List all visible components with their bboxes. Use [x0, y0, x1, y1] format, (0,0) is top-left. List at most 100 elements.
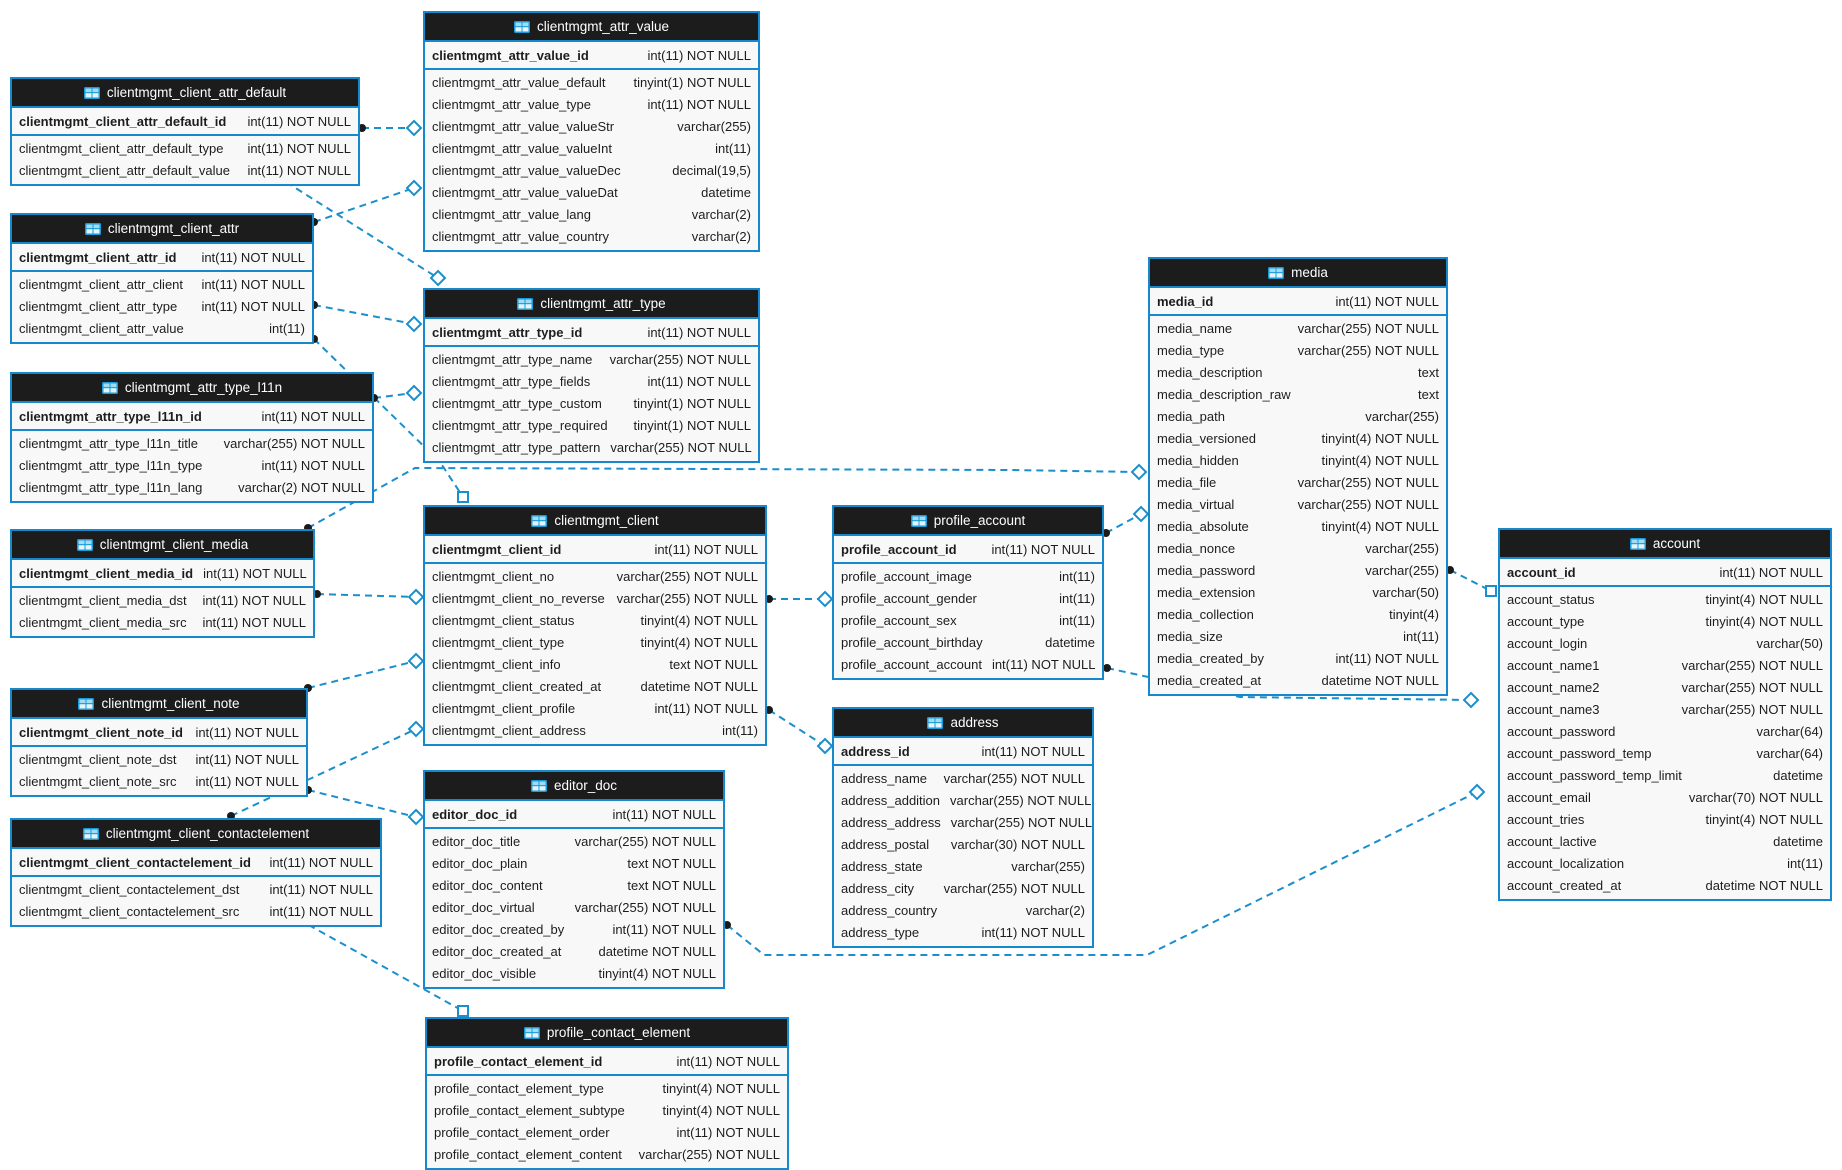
- table-header[interactable]: editor_doc: [425, 772, 723, 799]
- table-header[interactable]: clientmgmt_client_media: [12, 531, 313, 558]
- table-header[interactable]: clientmgmt_attr_type_l11n: [12, 374, 372, 401]
- table-header[interactable]: account: [1500, 530, 1830, 557]
- table-clientmgmt_attr_type[interactable]: clientmgmt_attr_type clientmgmt_attr_type…: [423, 288, 760, 463]
- table-clientmgmt_client_contactelement[interactable]: clientmgmt_client_contactelement clientmg…: [10, 818, 382, 927]
- table-header[interactable]: clientmgmt_client_attr: [12, 215, 312, 242]
- table-header[interactable]: clientmgmt_client_note: [12, 690, 306, 717]
- table-header[interactable]: address: [834, 709, 1092, 736]
- table-header[interactable]: profile_contact_element: [427, 1019, 787, 1046]
- table-header[interactable]: clientmgmt_attr_value: [425, 13, 758, 40]
- table-header[interactable]: profile_account: [834, 507, 1102, 534]
- table-header[interactable]: clientmgmt_attr_type: [425, 290, 758, 317]
- table-header[interactable]: clientmgmt_client: [425, 507, 765, 534]
- table-header[interactable]: clientmgmt_client_contactelement: [12, 820, 380, 847]
